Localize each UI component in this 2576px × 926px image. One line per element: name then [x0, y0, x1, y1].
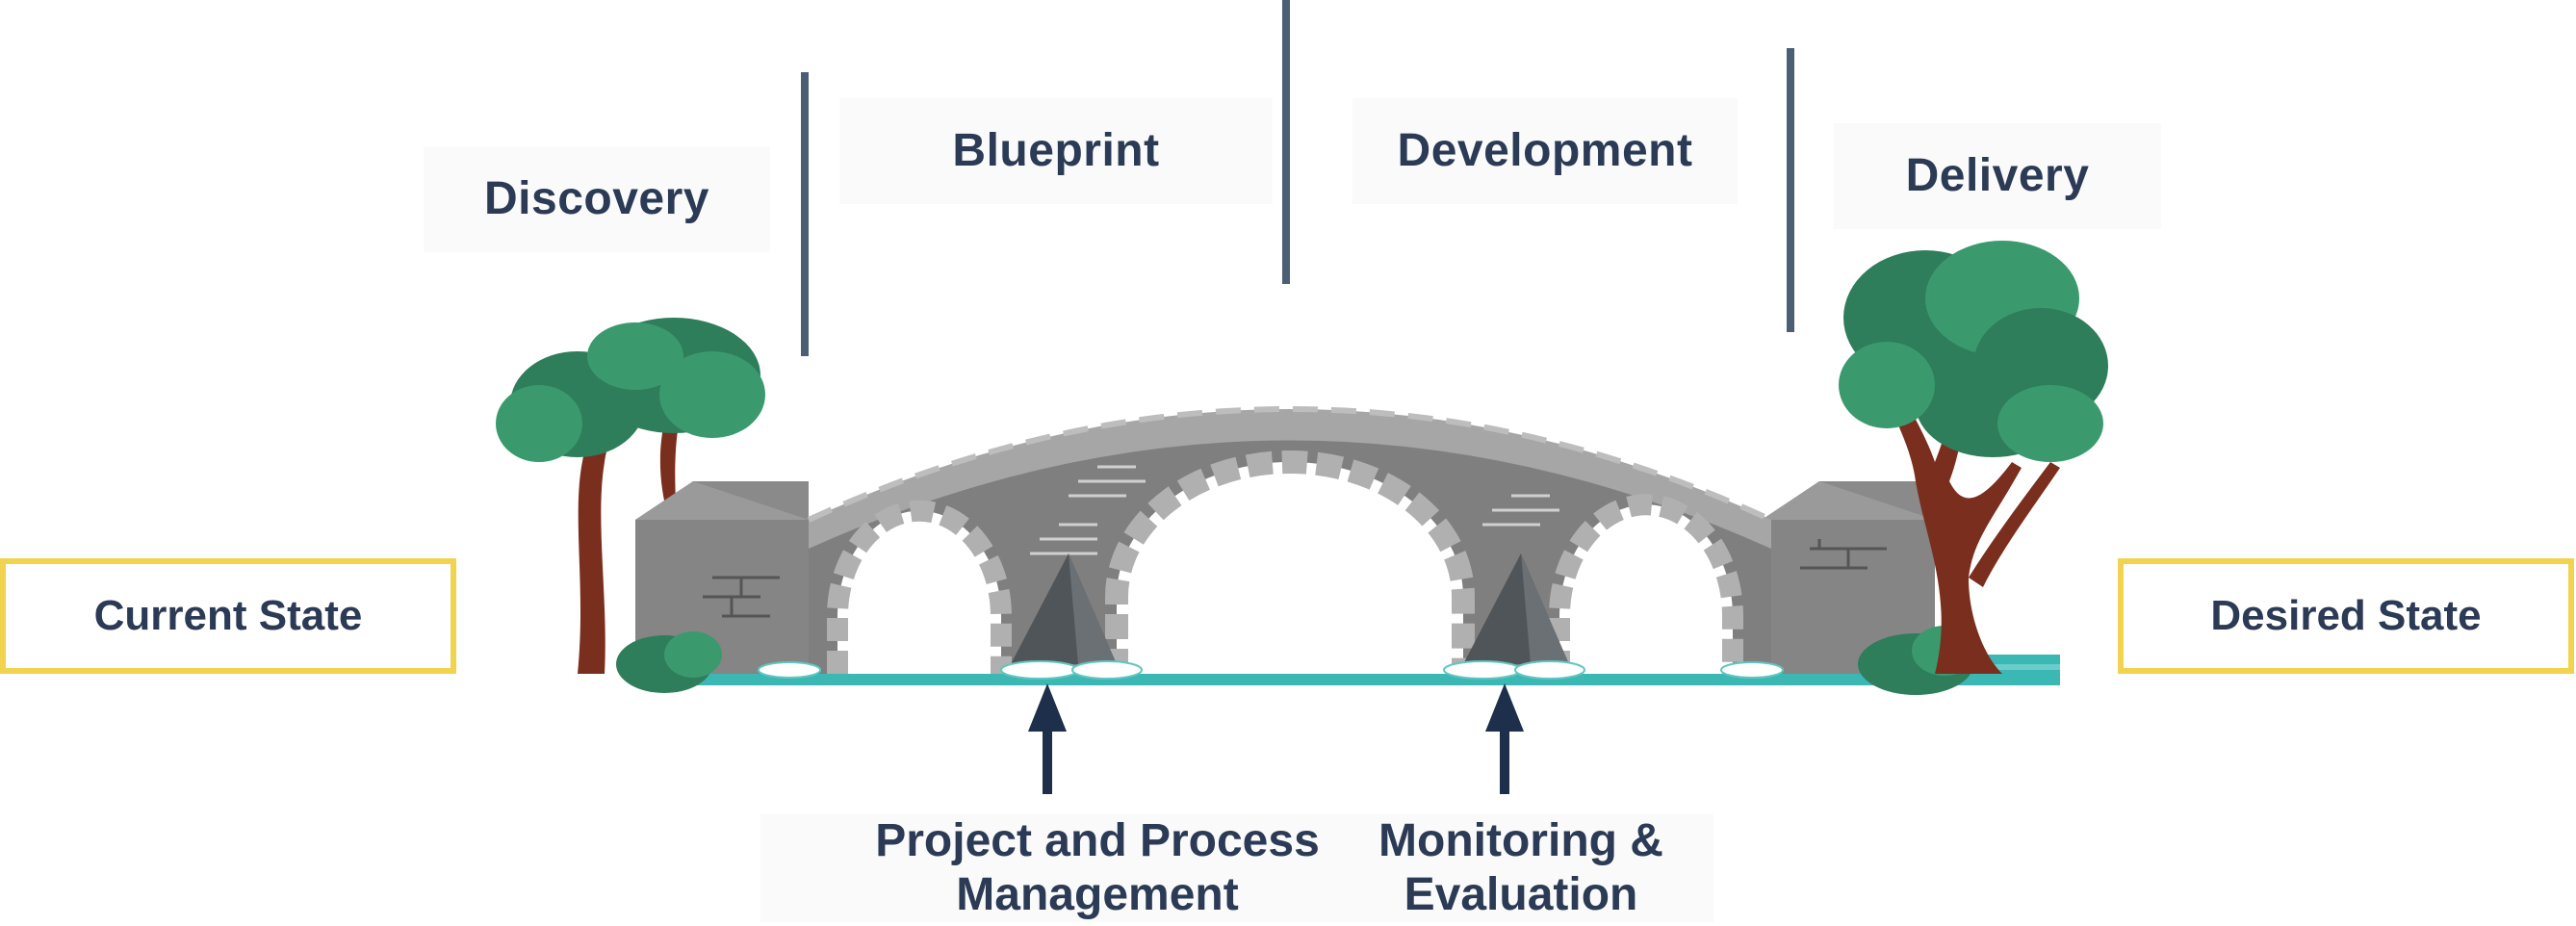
- right-abutment: [1762, 481, 1935, 674]
- project-process-management-line1: Project and Process: [875, 815, 1320, 866]
- divider-development-delivery: [1787, 48, 1794, 332]
- arrow-project-management: [1028, 683, 1067, 794]
- phase-development-label: Development: [1352, 98, 1738, 204]
- phase-blueprint-label: Blueprint: [839, 98, 1273, 204]
- pier-cutwaters: [1011, 553, 1569, 664]
- arrow-monitoring-evaluation: [1485, 683, 1524, 794]
- bridge-arches: [827, 450, 1743, 674]
- current-state-box: Current State: [0, 558, 456, 674]
- support-arrows: [1028, 683, 1524, 794]
- divider-blueprint-development: [1282, 0, 1290, 284]
- left-tree: [496, 318, 765, 674]
- brick-marks: [1030, 465, 1559, 555]
- desired-state-box: Desired State: [2118, 558, 2574, 674]
- monitoring-evaluation-line1: Monitoring &: [1378, 815, 1663, 866]
- project-process-management-label: Project and Process Management: [760, 814, 1434, 922]
- monitoring-evaluation-line2: Evaluation: [1404, 869, 1638, 920]
- project-process-management-line2: Management: [956, 869, 1239, 920]
- monitoring-evaluation-label: Monitoring & Evaluation: [1328, 814, 1713, 922]
- divider-discovery-blueprint: [801, 72, 809, 356]
- water-foam: [758, 660, 1784, 680]
- phase-delivery-label: Delivery: [1834, 123, 2161, 229]
- phase-discovery-label: Discovery: [424, 146, 770, 252]
- right-tree: [1839, 241, 2108, 674]
- bushes: [616, 626, 1977, 695]
